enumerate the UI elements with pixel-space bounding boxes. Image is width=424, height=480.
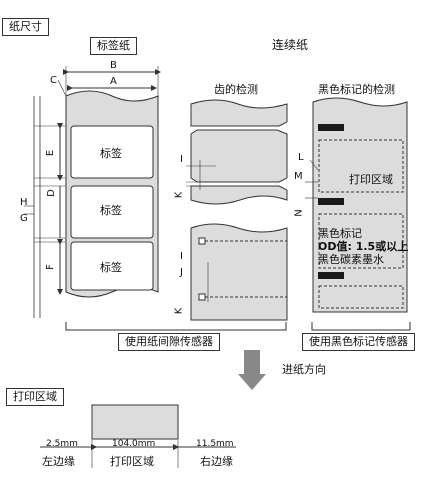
dim-letter-k2: K [173, 307, 185, 315]
dim-letter-f: F [44, 264, 56, 270]
left-margin-value: 2.5mm [46, 439, 78, 449]
dim-letter-c: C [50, 75, 57, 86]
feed-arrow [238, 350, 266, 390]
dim-letter-m: M [294, 171, 303, 182]
label-1 [70, 125, 154, 179]
label-2 [70, 185, 154, 239]
label-3 [70, 241, 154, 291]
right-margin-label: 右边缘 [200, 455, 233, 468]
dim-letter-k1: K [173, 191, 185, 199]
print-area-label: 打印区域 [110, 455, 154, 468]
dim-letter-b: B [110, 60, 117, 71]
black-mark-note-line3: 黑色碳素墨水 [318, 253, 384, 266]
black-mark-3 [318, 272, 344, 279]
black-mark-note-line2: OD值: 1.5或以上 [318, 240, 409, 253]
tooth-detection-title: 齿的检测 [214, 83, 258, 96]
dim-letter-n: N [293, 209, 305, 217]
right-margin-value: 11.5mm [196, 439, 234, 449]
label-paper-drawing [24, 66, 161, 318]
black-mark-2 [318, 198, 344, 205]
black-mark-note-line1: 黑色标记 [318, 227, 362, 240]
tooth-paper-drawing [186, 99, 288, 321]
dim-letter-a: A [110, 76, 117, 87]
dim-letter-d: D [45, 189, 57, 197]
black-mark-1 [318, 124, 344, 131]
label-3-text: 标签 [100, 261, 122, 274]
label-1-text: 标签 [100, 147, 122, 160]
label-paper-title: 标签纸 [90, 37, 137, 55]
dim-letter-j: J [180, 267, 183, 278]
dim-letter-l: L [298, 152, 304, 163]
print-width-value: 104.0mm [112, 439, 156, 449]
dim-letter-i1: I [180, 154, 183, 165]
dim-letter-g: G [20, 213, 28, 224]
gap-sensor-label: 使用纸间隙传感器 [118, 333, 220, 351]
black-mark-sensor-label: 使用黑色标记传感器 [302, 333, 415, 351]
dim-letter-h: H [20, 197, 28, 208]
black-mark-detection-title: 黑色标记的检测 [318, 83, 395, 96]
feed-direction-label: 进纸方向 [282, 363, 326, 376]
section-print-area: 打印区域 [6, 388, 64, 406]
dim-letter-e: E [45, 149, 57, 157]
label-2-text: 标签 [100, 204, 122, 217]
print-area-text: 打印区域 [349, 173, 393, 186]
blackmark-paper-drawing [305, 97, 408, 313]
section-paper-size: 纸尺寸 [2, 18, 49, 36]
dim-letter-i2: I [180, 251, 183, 262]
print-area-box [91, 404, 179, 440]
continuous-paper-title: 连续纸 [272, 38, 309, 52]
left-margin-label: 左边缘 [42, 455, 75, 468]
